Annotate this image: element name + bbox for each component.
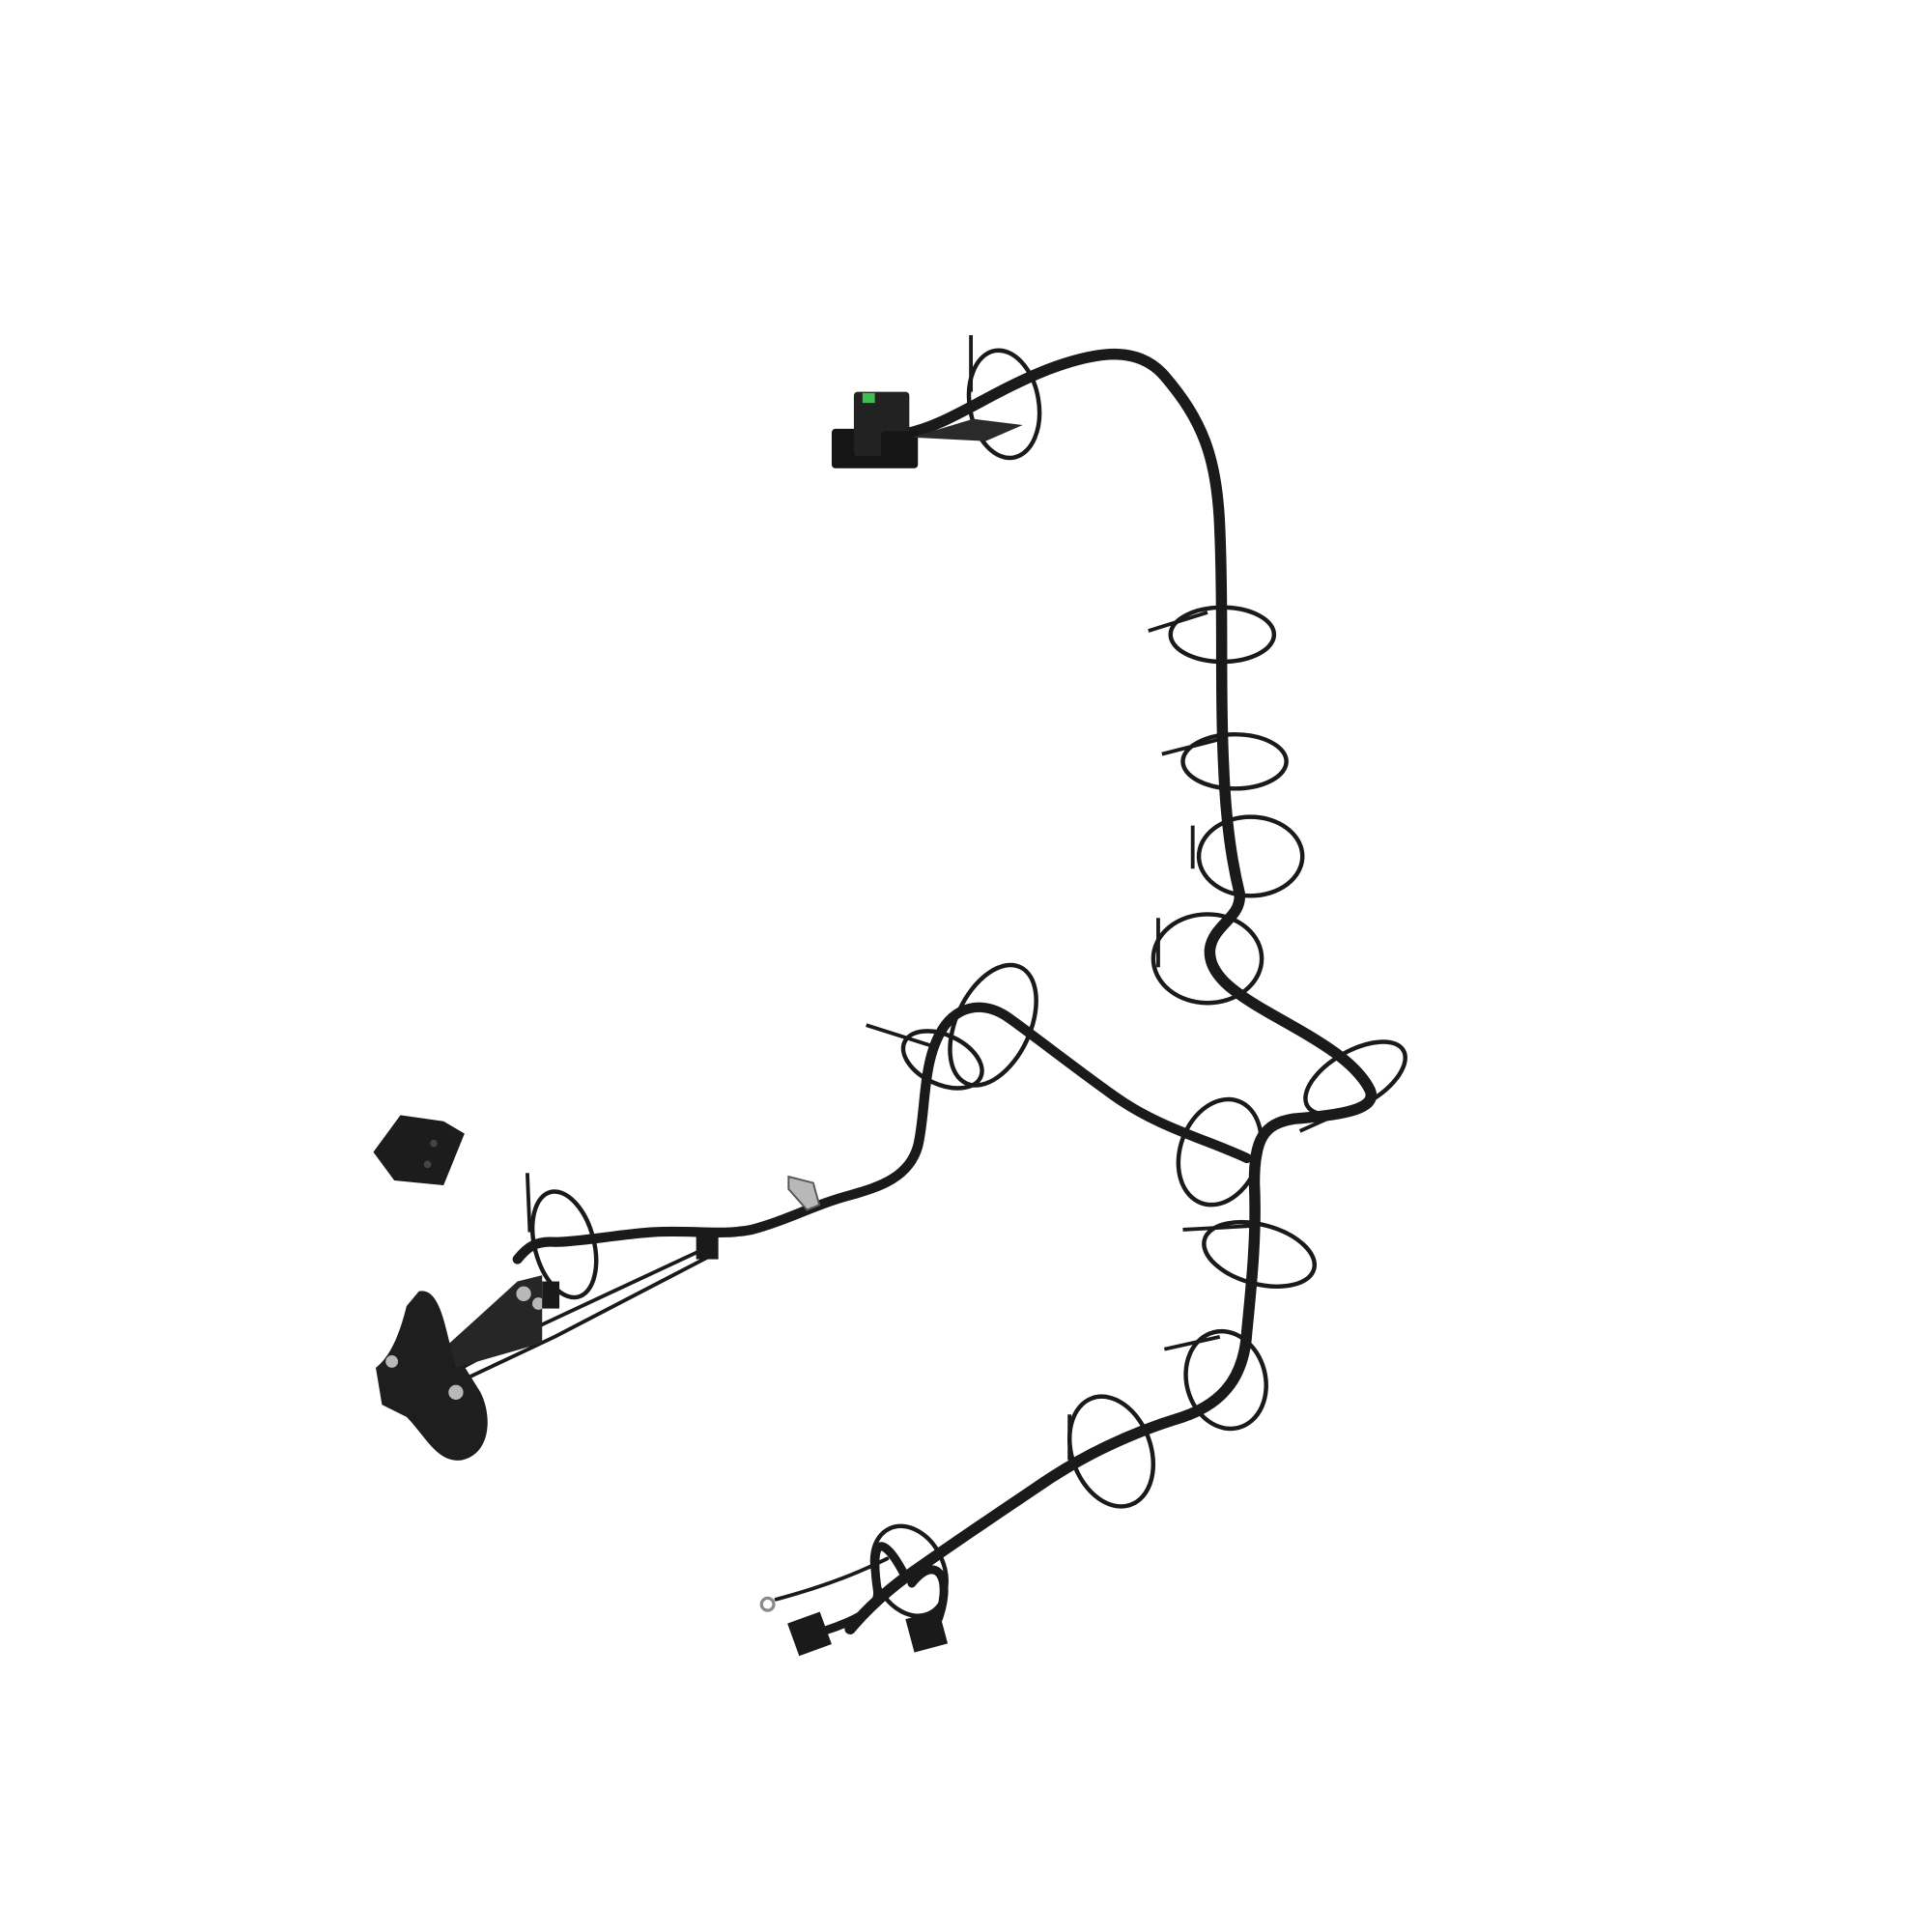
ring-terminal: [759, 1596, 776, 1612]
cable-tie-tail: [526, 1173, 532, 1233]
cable-tie: [948, 962, 1038, 1088]
cable-tie: [1180, 731, 1289, 791]
mounting-bracket: [376, 1275, 560, 1461]
cable-tie: [1196, 814, 1305, 898]
cable-tie: [1066, 1394, 1156, 1509]
cable-tie-tail: [1298, 1107, 1350, 1133]
cable-tie: [966, 348, 1042, 461]
cable-tie: [530, 1189, 599, 1300]
cable-tie: [1303, 1039, 1407, 1117]
cable-ties: [526, 334, 1407, 1618]
cable-tie-tail: [1148, 611, 1208, 633]
toggle-switch: [831, 391, 1023, 469]
cable-tie: [1151, 912, 1264, 1006]
cable-tie-tail: [866, 1023, 937, 1050]
rubber-block: [373, 1115, 465, 1186]
connector: [787, 1611, 832, 1657]
cable-tie-tail: [1163, 1335, 1221, 1351]
cable-tie: [1176, 1096, 1264, 1208]
main-harness-cable: [844, 348, 1378, 1634]
clip: [696, 1175, 821, 1260]
cable-tie: [1168, 605, 1277, 665]
switch-indicator: [862, 392, 875, 404]
cable-tie: [900, 1029, 984, 1091]
branch-harness-cable: [460, 1002, 1252, 1641]
connector: [905, 1609, 949, 1653]
cable-tie-tail: [1182, 1224, 1251, 1232]
cable-tie: [1183, 1328, 1268, 1432]
cable-tie: [1202, 1219, 1318, 1289]
connectors: [787, 1609, 949, 1657]
cable-tie-tail: [1161, 737, 1221, 756]
